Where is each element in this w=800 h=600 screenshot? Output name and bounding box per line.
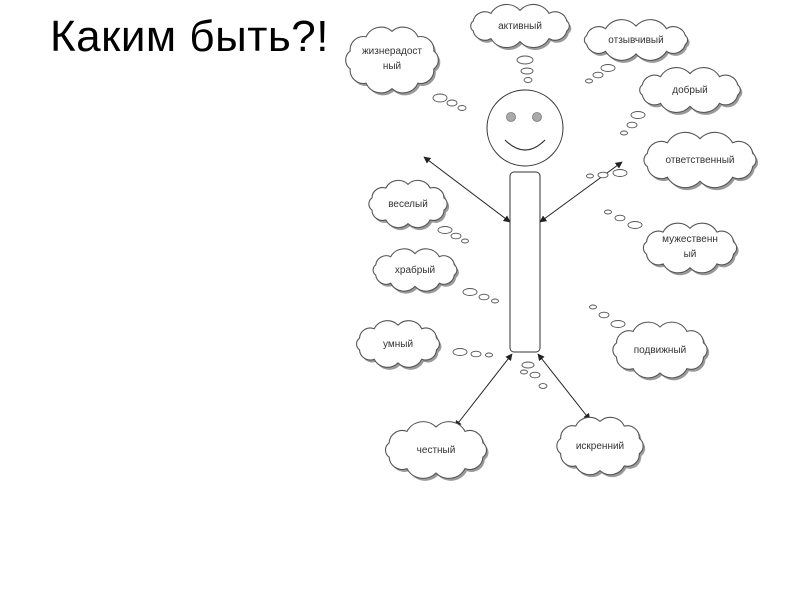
cloud-otvetstv: ответственный: [643, 131, 759, 191]
figure-head: [486, 89, 564, 167]
cloud-shape: [556, 416, 644, 476]
cloud-label: умный: [383, 339, 413, 350]
cloud-label: честный: [417, 445, 456, 456]
cloud-shape: [470, 3, 570, 49]
arrow-lower-left: [454, 353, 513, 428]
cloud-khrabry: храбрый: [372, 248, 459, 294]
cloud-muzhestv: мужественн ый: [642, 222, 739, 276]
arrow-upper-left: [423, 156, 511, 223]
cloud-label: ответственный: [666, 155, 735, 166]
cloud-dobry: добрый: [639, 67, 743, 115]
cloud-label: добрый: [672, 84, 707, 96]
cloud-label: активный: [498, 21, 542, 32]
figure-body: [509, 171, 541, 353]
figure-right-eye: [532, 112, 542, 122]
cloud-shape: [643, 131, 757, 189]
cloud-shape: [583, 19, 689, 61]
clouds: жизнерадост ный активный отзывчивый добрый от…: [345, 3, 759, 481]
page-title: Каким быть?!: [50, 12, 330, 61]
cloud-label: отзывчивый: [608, 35, 663, 46]
stick-figure: [486, 89, 564, 353]
cloud-label: мужественн: [662, 234, 718, 245]
cloud-shape: [639, 67, 741, 113]
cloud-vesely: веселый: [368, 179, 450, 231]
cloud-shape: [345, 26, 439, 94]
cloud-umny: умный: [356, 320, 442, 370]
cloud-iskrenny: искренний: [556, 416, 646, 478]
figure-left-eye: [506, 112, 516, 122]
cloud-shape: [612, 321, 708, 379]
cloud-podvizhny: подвижный: [612, 321, 710, 381]
cloud-zhiznerad: жизнерадост ный: [345, 26, 441, 96]
cloud-chestny: честный: [385, 421, 489, 481]
cloud-shape: [372, 248, 458, 292]
cloud-label: искренний: [576, 441, 624, 452]
thought-dots: [432, 55, 646, 389]
cloud-label: жизнерадост: [362, 46, 422, 57]
cloud-label-line2: ый: [684, 249, 697, 260]
cloud-shape: [368, 179, 448, 229]
cloud-label: веселый: [388, 199, 428, 210]
cloud-label: храбрый: [395, 264, 435, 276]
cloud-shape: [642, 222, 738, 274]
cloud-label-line2: ный: [383, 61, 401, 72]
cloud-shape: [356, 320, 440, 368]
arrow-upper-right: [539, 161, 623, 223]
arrow-lower-right: [537, 353, 591, 421]
cloud-shape: [385, 421, 487, 479]
cloud-aktivny: активный: [470, 3, 572, 51]
arrows: [423, 156, 623, 428]
cloud-otzyvchivy: отзывчивый: [583, 19, 690, 63]
cloud-label: подвижный: [634, 345, 686, 356]
figure-smile: [504, 139, 546, 151]
